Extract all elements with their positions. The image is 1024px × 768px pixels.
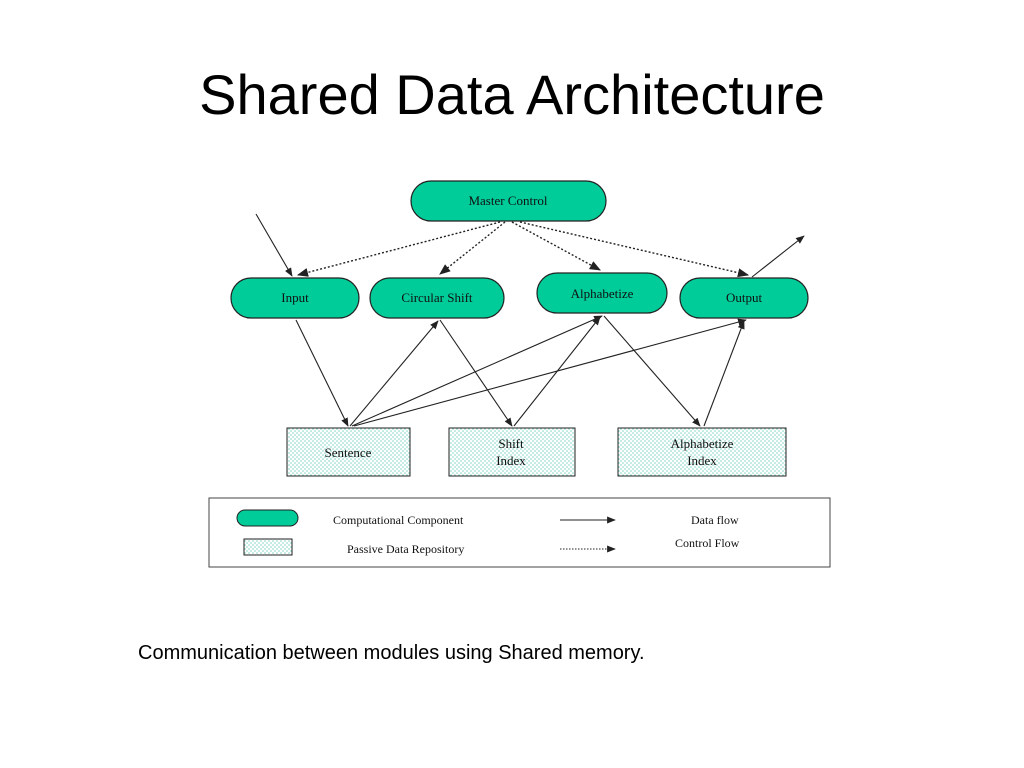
legend: Computational Component Passive Data Rep… [208, 497, 831, 568]
control-arrow-to-circular-shift [439, 221, 506, 275]
data-arrow-alphabetize-to-alphabetize-index [603, 315, 701, 427]
data-arrow-output-to-external [751, 235, 805, 278]
control-arrow-to-output [519, 221, 750, 278]
slide-title: Shared Data Architecture [199, 63, 825, 126]
repo-alphabetize-index-label-line1: Alphabetize [671, 436, 734, 451]
node-output: Output [679, 277, 809, 319]
control-flow-arrows [296, 221, 750, 278]
node-input-label: Input [281, 290, 309, 305]
node-output-label: Output [726, 290, 763, 305]
node-circular-shift: Circular Shift [369, 277, 505, 319]
data-arrow-circular-shift-to-shift-index [439, 319, 513, 427]
slide-caption: Communication between modules using Shar… [138, 642, 645, 664]
legend-frame [208, 497, 831, 568]
repo-alphabetize-index: Alphabetize Index [617, 427, 787, 477]
repo-sentence: Sentence [286, 427, 411, 477]
node-master-control-label: Master Control [468, 193, 547, 208]
node-alphabetize: Alphabetize [536, 272, 668, 314]
repo-shift-index: Shift Index [448, 427, 576, 477]
legend-component-swatch [236, 509, 299, 527]
legend-data-flow: Data flow [691, 513, 739, 527]
data-flow-arrows [255, 213, 805, 427]
data-arrow-input-to-sentence [295, 319, 349, 427]
repo-alphabetize-index-label-line2: Index [687, 453, 717, 468]
data-arrow-sentence-to-alphabetize [351, 315, 603, 427]
data-arrow-shift-index-to-alphabetize [513, 316, 601, 427]
data-arrow-sentence-to-circular-shift [349, 320, 439, 427]
node-alphabetize-label: Alphabetize [571, 286, 634, 301]
node-master-control: Master Control [410, 180, 607, 222]
data-arrow-alphabetize-index-to-output [703, 320, 745, 427]
legend-computational-component: Computational Component [333, 513, 464, 527]
legend-control-flow: Control Flow [675, 536, 740, 550]
legend-passive-data-repository: Passive Data Repository [347, 542, 464, 556]
node-input: Input [230, 277, 360, 319]
legend-repository-swatch [243, 538, 293, 556]
repo-shift-index-label-line1: Shift [498, 436, 524, 451]
repo-shift-index-label-line2: Index [496, 453, 526, 468]
control-arrow-to-input [296, 221, 501, 277]
data-arrow-external-to-input [255, 213, 293, 277]
node-circular-shift-label: Circular Shift [401, 290, 473, 305]
control-arrow-to-alphabetize [511, 221, 601, 271]
data-arrow-sentence-to-output [353, 318, 747, 427]
repo-sentence-label: Sentence [325, 445, 372, 460]
